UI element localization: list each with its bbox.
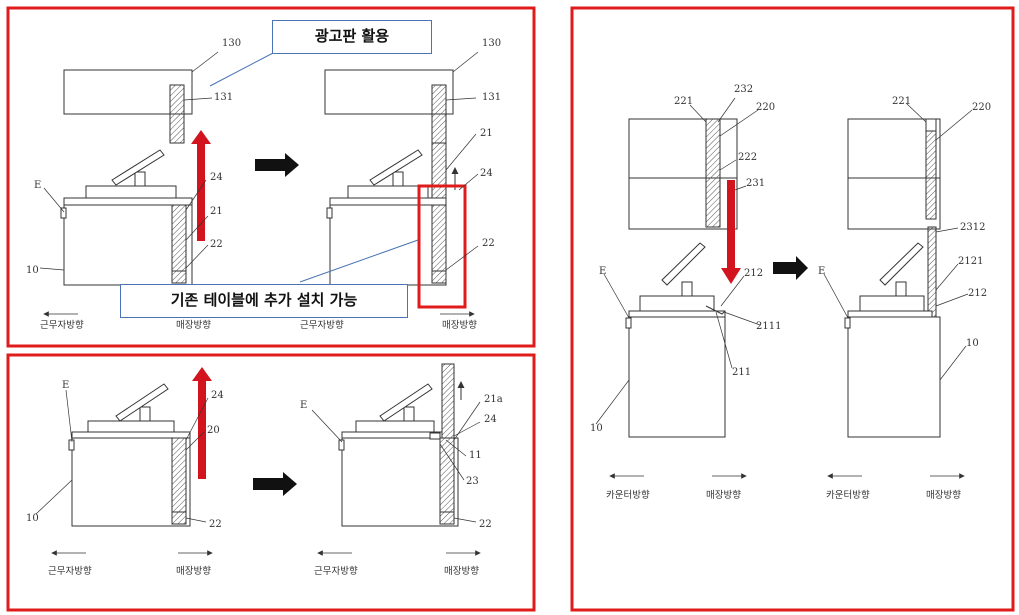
label-21a: 21a bbox=[484, 394, 503, 405]
kiosk-stand bbox=[134, 171, 146, 186]
label-220: 220 bbox=[756, 102, 775, 113]
label-23: 23 bbox=[466, 476, 479, 487]
down-arrow-icon bbox=[721, 268, 741, 284]
label-10: 10 bbox=[26, 513, 39, 524]
label-212b: 212 bbox=[968, 288, 987, 299]
label-24a: 24 bbox=[210, 172, 223, 183]
panel-24 bbox=[171, 204, 187, 272]
dir-right-a: 매장방향 bbox=[176, 319, 211, 331]
label-131b: 131 bbox=[482, 92, 501, 103]
label-10a: 10 bbox=[26, 265, 39, 276]
figure-a-after bbox=[324, 69, 459, 286]
dir-left-b: 근무자방향 bbox=[314, 565, 358, 577]
table-top-b bbox=[329, 197, 447, 206]
label-24: 24 bbox=[211, 390, 224, 401]
label-e-cb: E bbox=[818, 266, 825, 277]
panel-c: 221 232 220 222 231 212 E 2111 211 10 22… bbox=[570, 6, 1015, 612]
callout-billboard: 광고판 활용 bbox=[272, 20, 432, 54]
label-e2: E bbox=[300, 400, 307, 411]
label-e1: E bbox=[62, 380, 69, 391]
bracket-22 bbox=[171, 270, 187, 284]
kiosk-screen bbox=[111, 149, 165, 186]
panel-a: 130 131 24 21 22 E 10 130 131 21 24 22 근… bbox=[6, 6, 536, 348]
dir-left-a: 카운터방향 bbox=[606, 489, 650, 501]
label-10cb: 10 bbox=[966, 338, 979, 349]
dir-right-b: 매장방향 bbox=[926, 489, 961, 501]
label-21b: 21 bbox=[480, 128, 493, 139]
kiosk-base bbox=[85, 185, 177, 199]
label-24b: 24 bbox=[484, 414, 497, 425]
label-212: 212 bbox=[744, 268, 763, 279]
dir-right-b: 매장방향 bbox=[442, 319, 477, 331]
label-21a: 21 bbox=[210, 206, 223, 217]
label-20: 20 bbox=[207, 425, 220, 436]
label-22b: 22 bbox=[482, 238, 495, 249]
label-220b: 220 bbox=[972, 102, 991, 113]
up-arrow-icon-b bbox=[192, 367, 212, 381]
dir-right-a: 매장방향 bbox=[176, 565, 211, 577]
dir-right-b: 매장방향 bbox=[444, 565, 479, 577]
label-130b: 130 bbox=[482, 38, 501, 49]
lift-arrow-b bbox=[198, 381, 206, 479]
dir-right-a: 매장방향 bbox=[706, 489, 741, 501]
dir-left-b: 카운터방향 bbox=[826, 489, 870, 501]
label-22: 22 bbox=[209, 519, 222, 530]
label-222: 222 bbox=[738, 152, 757, 163]
lift-arrow-a bbox=[197, 144, 205, 241]
label-e-c: E bbox=[599, 266, 606, 277]
label-10c: 10 bbox=[590, 423, 603, 434]
dir-left-b: 근무자방향 bbox=[300, 319, 344, 331]
panel-21 bbox=[431, 142, 447, 206]
billboard-post-131b bbox=[431, 84, 447, 144]
label-131a: 131 bbox=[214, 92, 233, 103]
table-top bbox=[63, 197, 193, 206]
billboard-post-131 bbox=[169, 84, 185, 144]
label-2121: 2121 bbox=[958, 256, 983, 267]
label-221b: 221 bbox=[892, 96, 911, 107]
dir-left-a: 근무자방향 bbox=[48, 565, 92, 577]
lower-arrow-c bbox=[727, 180, 735, 268]
right-arrow-icon bbox=[255, 153, 299, 177]
label-221: 221 bbox=[674, 96, 693, 107]
up-arrow-icon bbox=[191, 130, 211, 144]
label-130a: 130 bbox=[222, 38, 241, 49]
table-body-b bbox=[329, 204, 447, 286]
highlight-box bbox=[417, 184, 467, 309]
dir-left-a: 근무자방향 bbox=[40, 319, 84, 331]
label-211: 211 bbox=[732, 367, 751, 378]
kiosk-base-b bbox=[347, 185, 429, 199]
label-ea: E bbox=[34, 180, 41, 191]
panel-b: E 24 20 10 22 E 21a 24 11 23 22 근무자방향 매장… bbox=[6, 353, 536, 612]
callout-existing-table: 기존 테이블에 추가 설치 가능 bbox=[120, 284, 408, 318]
label-231: 231 bbox=[746, 178, 765, 189]
label-22a: 22 bbox=[210, 239, 223, 250]
figure-a-before bbox=[60, 69, 193, 286]
label-2111: 2111 bbox=[756, 321, 781, 332]
label-232: 232 bbox=[734, 84, 753, 95]
right-arrow-icon-b bbox=[253, 472, 297, 496]
label-11: 11 bbox=[469, 450, 482, 461]
side-mark-e bbox=[60, 207, 67, 219]
label-22b: 22 bbox=[479, 519, 492, 530]
label-24b: 24 bbox=[480, 168, 493, 179]
label-2312: 2312 bbox=[960, 222, 985, 233]
right-arrow-icon-c bbox=[773, 256, 808, 280]
